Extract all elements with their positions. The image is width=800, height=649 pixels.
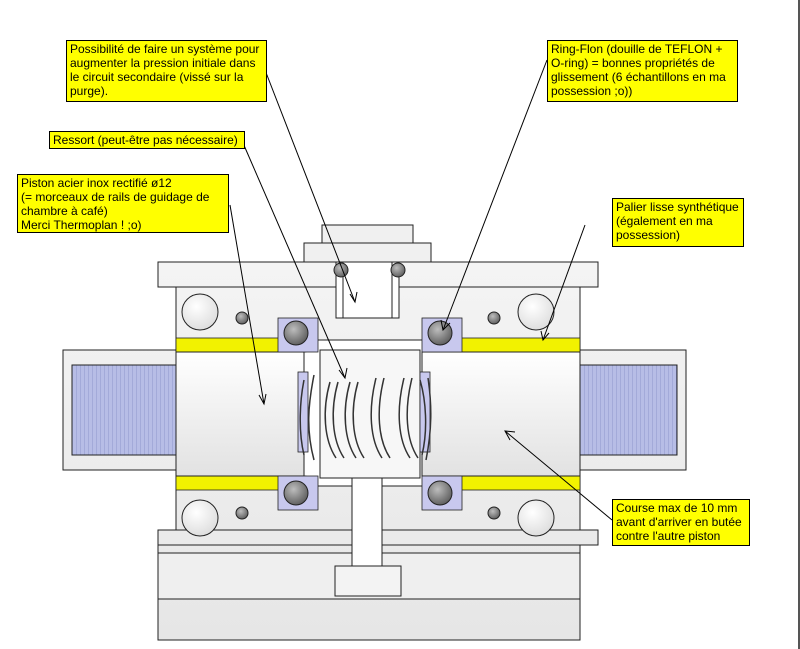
left-thread-port [71,364,177,456]
leader-arrowheads [258,291,550,441]
callout-spring: Ressort (peut-être pas nécessaire) [49,131,245,149]
callout-stroke: Course max de 10 mm avant d'arriver en b… [612,499,750,546]
callout-piston: Piston acier inox rectifié ø12 (= morcea… [17,174,229,233]
plain-bearings [175,337,581,491]
leader-lines [229,59,613,521]
spring-coils [299,374,432,461]
plug-balls [181,293,555,537]
right-thread-port [572,364,678,456]
bottom-channel [334,477,402,597]
callout-ring-flon: Ring-Flon (douille de TEFLON + O-ring) =… [547,40,738,102]
pistons [175,349,581,479]
callout-pressure-system: Possibilité de faire un système pour aug… [66,40,267,102]
callout-plain-bearing: Palier lisse synthétique (également en m… [612,198,744,247]
